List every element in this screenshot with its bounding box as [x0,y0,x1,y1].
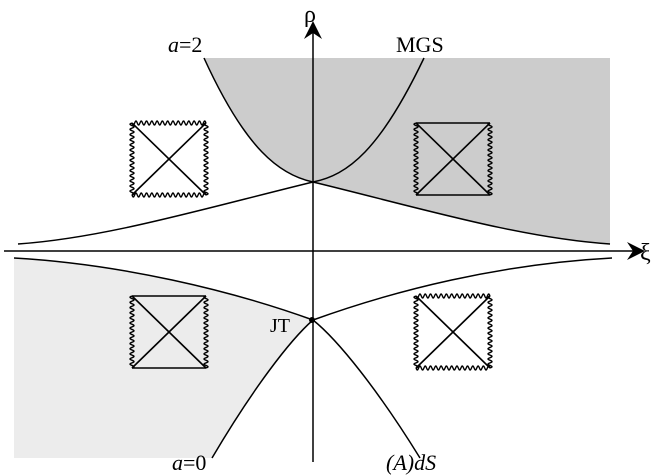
penrose-diagram-icon [413,122,493,196]
curve-a2 [203,57,611,245]
a2-label: a=2 [168,32,202,57]
a0-label: a=0 [172,450,206,475]
xi-axis-label: ξ [640,240,651,266]
lower-left-shaded-region [14,258,313,458]
jt-point [309,317,315,323]
upper-right-shaded-region [204,58,610,244]
mgs-label: MGS [396,32,444,57]
curve-a0 [211,257,613,459]
penrose-diagram-icon [129,295,209,369]
ads-label: (A)dS [386,450,436,475]
curve-mgs [17,57,425,245]
rho-axis-label: ρ [304,2,316,28]
penrose-diagram-icon [129,120,209,198]
curve-ads [13,257,421,459]
penrose-diagram-icon [413,293,493,371]
jt-label: JT [270,315,290,337]
